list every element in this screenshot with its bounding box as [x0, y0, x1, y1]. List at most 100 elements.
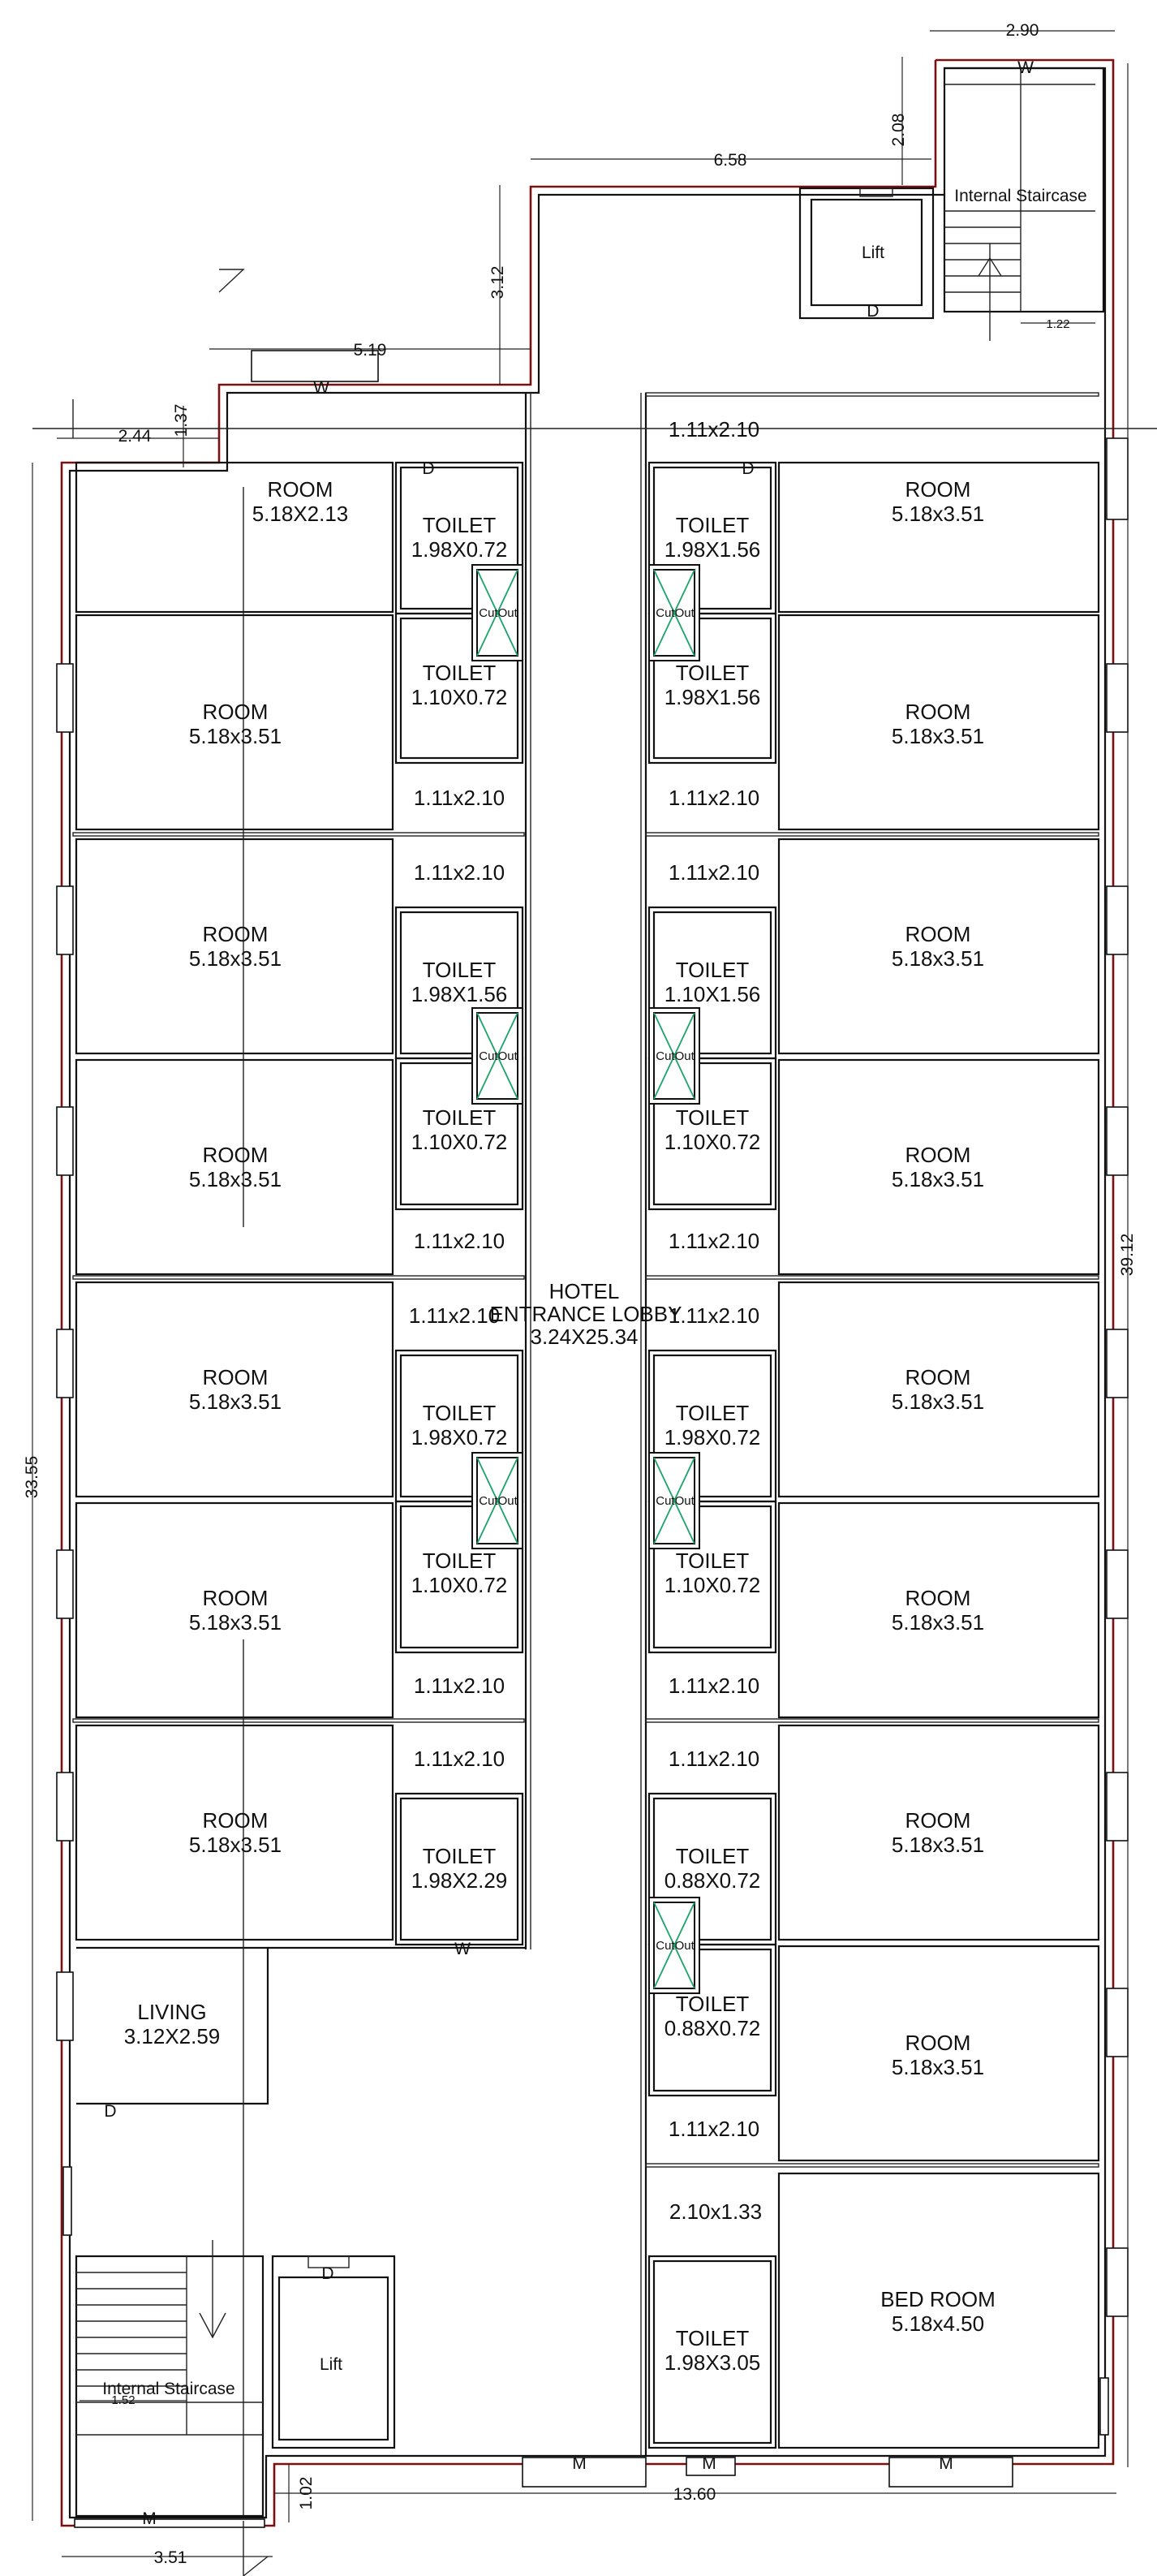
room-size: 5.18x3.51: [189, 1389, 282, 1414]
toilet-name: TOILET: [676, 661, 750, 685]
toilet-size: 1.10X1.56: [665, 982, 761, 1006]
toilet-name: TOILET: [676, 958, 750, 982]
door-mark: D: [867, 302, 879, 321]
toilet-name: TOILET: [423, 958, 497, 982]
wall-mark: M: [702, 2454, 716, 2473]
toilet-size: 0.88X0.72: [665, 2016, 761, 2040]
toilet-size: 1.98X0.72: [411, 537, 508, 562]
cutout-shaft: [648, 564, 700, 661]
toilet-name: TOILET: [423, 1105, 497, 1130]
dim-label: 1.37: [172, 404, 191, 437]
room-size: 5.18x3.51: [892, 1833, 984, 1857]
room-name: ROOM: [203, 1143, 269, 1167]
door-size: 1.11x2.10: [669, 1303, 759, 1328]
hotel-title: HOTEL: [549, 1279, 620, 1303]
dim-label: 2.44: [118, 427, 152, 446]
window-labels: W W W D D D D D M M M M: [104, 58, 1034, 2528]
room-size: 5.18x3.51: [892, 1167, 984, 1191]
room-name: ROOM: [905, 1143, 971, 1167]
door-size: 1.11x2.10: [669, 1674, 759, 1698]
room-size: 5.18X2.13: [252, 502, 349, 526]
room-size: 5.18x3.51: [892, 2055, 984, 2079]
toilet-size: 1.98X0.72: [411, 1425, 508, 1450]
room-name: ROOM: [905, 922, 971, 946]
toilet-labels: TOILET 1.98X0.72 TOILET 1.10X0.72 TOILET…: [411, 513, 761, 2375]
window-mark: W: [454, 1940, 471, 1958]
room-size: 5.18x3.51: [892, 724, 984, 748]
door-mark: D: [321, 2264, 333, 2283]
cutout-label: CutOut: [656, 1494, 695, 1508]
room-name: ROOM: [905, 1365, 971, 1389]
door-mark: D: [422, 459, 434, 478]
door-mark: D: [104, 2102, 116, 2121]
door-size: 1.11x2.10: [669, 860, 759, 885]
core-labels: Internal Staircase Lift Internal Stairca…: [102, 187, 1086, 2398]
room-size: 5.18x3.51: [189, 1167, 282, 1191]
lift-label: Lift: [862, 243, 884, 262]
window-mark: W: [1017, 58, 1034, 77]
dim-label: 3.12: [488, 266, 507, 299]
toilet-size: 1.98X3.05: [665, 2350, 761, 2375]
door-size: 1.11x2.10: [669, 1747, 759, 1771]
inner-wall: [68, 67, 1107, 2519]
toilet-size: 1.98X1.56: [411, 982, 508, 1006]
toilet-name: TOILET: [676, 1992, 750, 2016]
dim-label: 13.60: [673, 2485, 716, 2504]
door-mark: D: [742, 459, 754, 478]
room-name: ROOM: [905, 700, 971, 724]
wall-mark: M: [572, 2454, 587, 2473]
wall-mark: M: [142, 2509, 157, 2528]
room-name: LIVING: [137, 2000, 206, 2024]
dim-label: 3.51: [154, 2548, 187, 2567]
toilet-size: 1.98X2.29: [411, 1868, 508, 1893]
left-toilet-blocks: [394, 461, 524, 1946]
door-size-labels: 1.11x2.10 1.11x2.10 1.11x2.10 1.11x2.10 …: [409, 417, 762, 2224]
toilet-name: TOILET: [423, 513, 497, 537]
room-name: ROOM: [905, 1586, 971, 1610]
toilet-size: 1.10X0.72: [665, 1130, 761, 1154]
room-size: 5.18x3.51: [892, 1389, 984, 1414]
room-name: ROOM: [203, 922, 269, 946]
right-room-grid: [645, 392, 1100, 2449]
dim-label: 33.55: [23, 1456, 41, 1499]
cutout-shaft: [471, 1007, 523, 1105]
toilet-size: 1.98X1.56: [665, 537, 761, 562]
dim-label: 2.90: [1006, 21, 1039, 40]
outer-wall: [60, 58, 1115, 2527]
door-size: 1.11x2.10: [669, 1229, 759, 1253]
room-name: ROOM: [905, 477, 971, 502]
staircase-label: Internal Staircase: [102, 2380, 234, 2398]
room-name: BED ROOM: [880, 2287, 996, 2311]
cutouts: [471, 564, 700, 1994]
room-name: ROOM: [905, 1808, 971, 1833]
door-size: 1.11x2.10: [414, 1229, 505, 1253]
lobby-label: ENTRANCE LOBBY: [490, 1302, 682, 1326]
room-size: 3.12X2.59: [124, 2024, 221, 2048]
door-size: 1.11x2.10: [669, 786, 759, 810]
left-room-grid: [72, 461, 526, 2516]
dim-label: 1.52: [111, 2393, 135, 2407]
door-size: 2.10x1.33: [669, 2199, 762, 2224]
dim-label: 6.58: [714, 151, 747, 170]
dimension-labels: 2.90 2.08 6.58 3.12 5.19 1.37 2.44 1.22 …: [23, 21, 1137, 2567]
door-size: 1.11x2.10: [669, 2117, 759, 2141]
door-size: 1.11x2.10: [414, 1747, 505, 1771]
room-size: 5.18x3.51: [189, 1610, 282, 1635]
room-name: ROOM: [203, 700, 269, 724]
toilet-name: TOILET: [423, 1844, 497, 1868]
toilet-name: TOILET: [423, 1401, 497, 1425]
toilet-size: 1.10X0.72: [665, 1573, 761, 1597]
door-size: 1.11x2.10: [414, 860, 505, 885]
dimension-lines: [32, 30, 1129, 2576]
toilet-name: TOILET: [423, 1549, 497, 1573]
cutout-shaft: [471, 564, 523, 661]
cutout-label: CutOut: [479, 1049, 518, 1063]
staircase-label: Internal Staircase: [954, 187, 1086, 205]
room-size: 5.18x3.51: [892, 1610, 984, 1635]
toilet-size: 0.88X0.72: [665, 1868, 761, 1893]
toilet-size: 1.10X0.72: [411, 685, 508, 709]
lower-core: [75, 2240, 396, 2518]
dim-label: 1.02: [297, 2477, 316, 2510]
cutout-shaft: [648, 1007, 700, 1105]
